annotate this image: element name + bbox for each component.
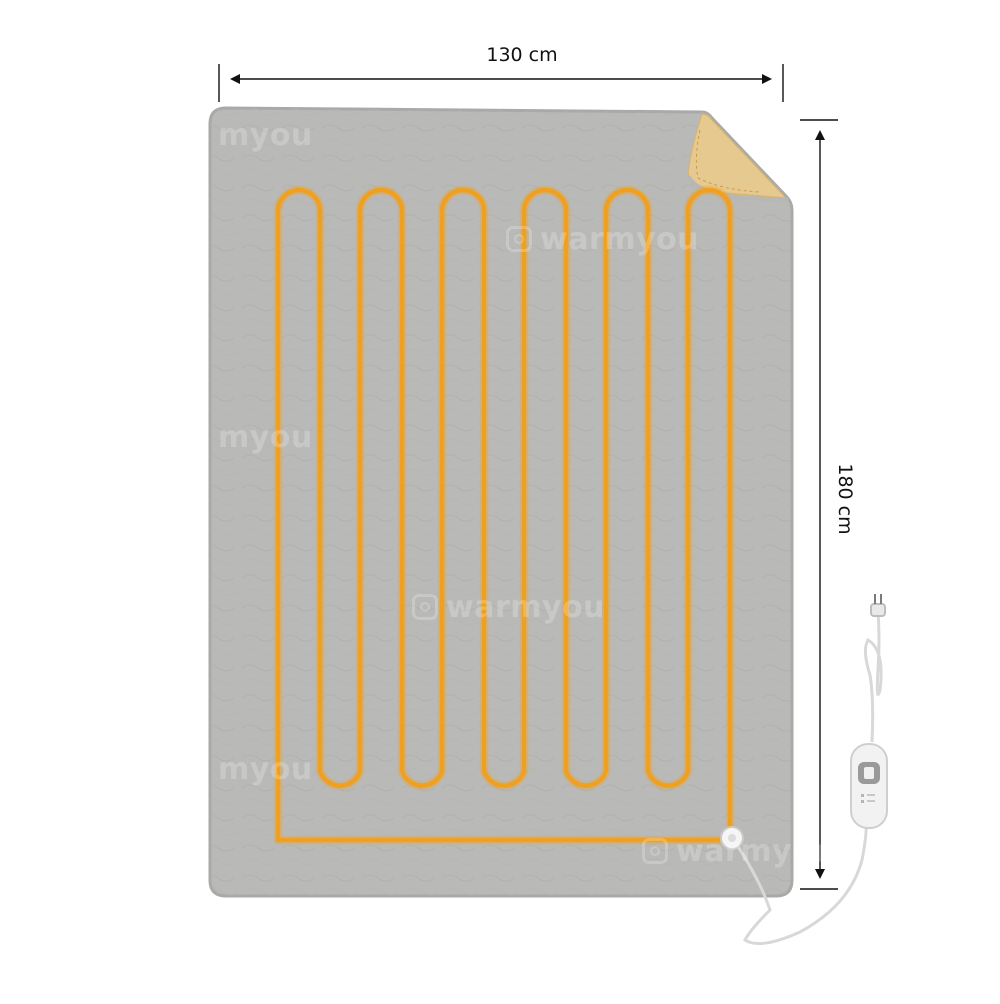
warmyou-logo-icon (642, 838, 668, 864)
heating-wire (273, 185, 735, 845)
watermark: warmyou (506, 222, 699, 257)
watermark: warmyou (412, 590, 605, 625)
connector-icon (720, 826, 744, 850)
height-dimension-line (800, 119, 838, 890)
power-cord (733, 611, 883, 946)
watermark-cropped: myou (218, 752, 313, 787)
height-label: 180 cm (834, 463, 856, 535)
width-label: 130 cm (486, 44, 558, 66)
watermark-cropped: myou (218, 420, 313, 455)
width-dimension-line (218, 64, 784, 102)
controller-icon (850, 743, 888, 829)
plug-icon (870, 594, 886, 617)
watermark-cropped: myou (218, 118, 313, 153)
warmyou-logo-icon (412, 594, 438, 620)
warmyou-logo-icon (506, 226, 532, 252)
heating-wire-path (275, 187, 733, 843)
folded-corner (687, 113, 788, 199)
watermark: warmyou (642, 834, 835, 869)
